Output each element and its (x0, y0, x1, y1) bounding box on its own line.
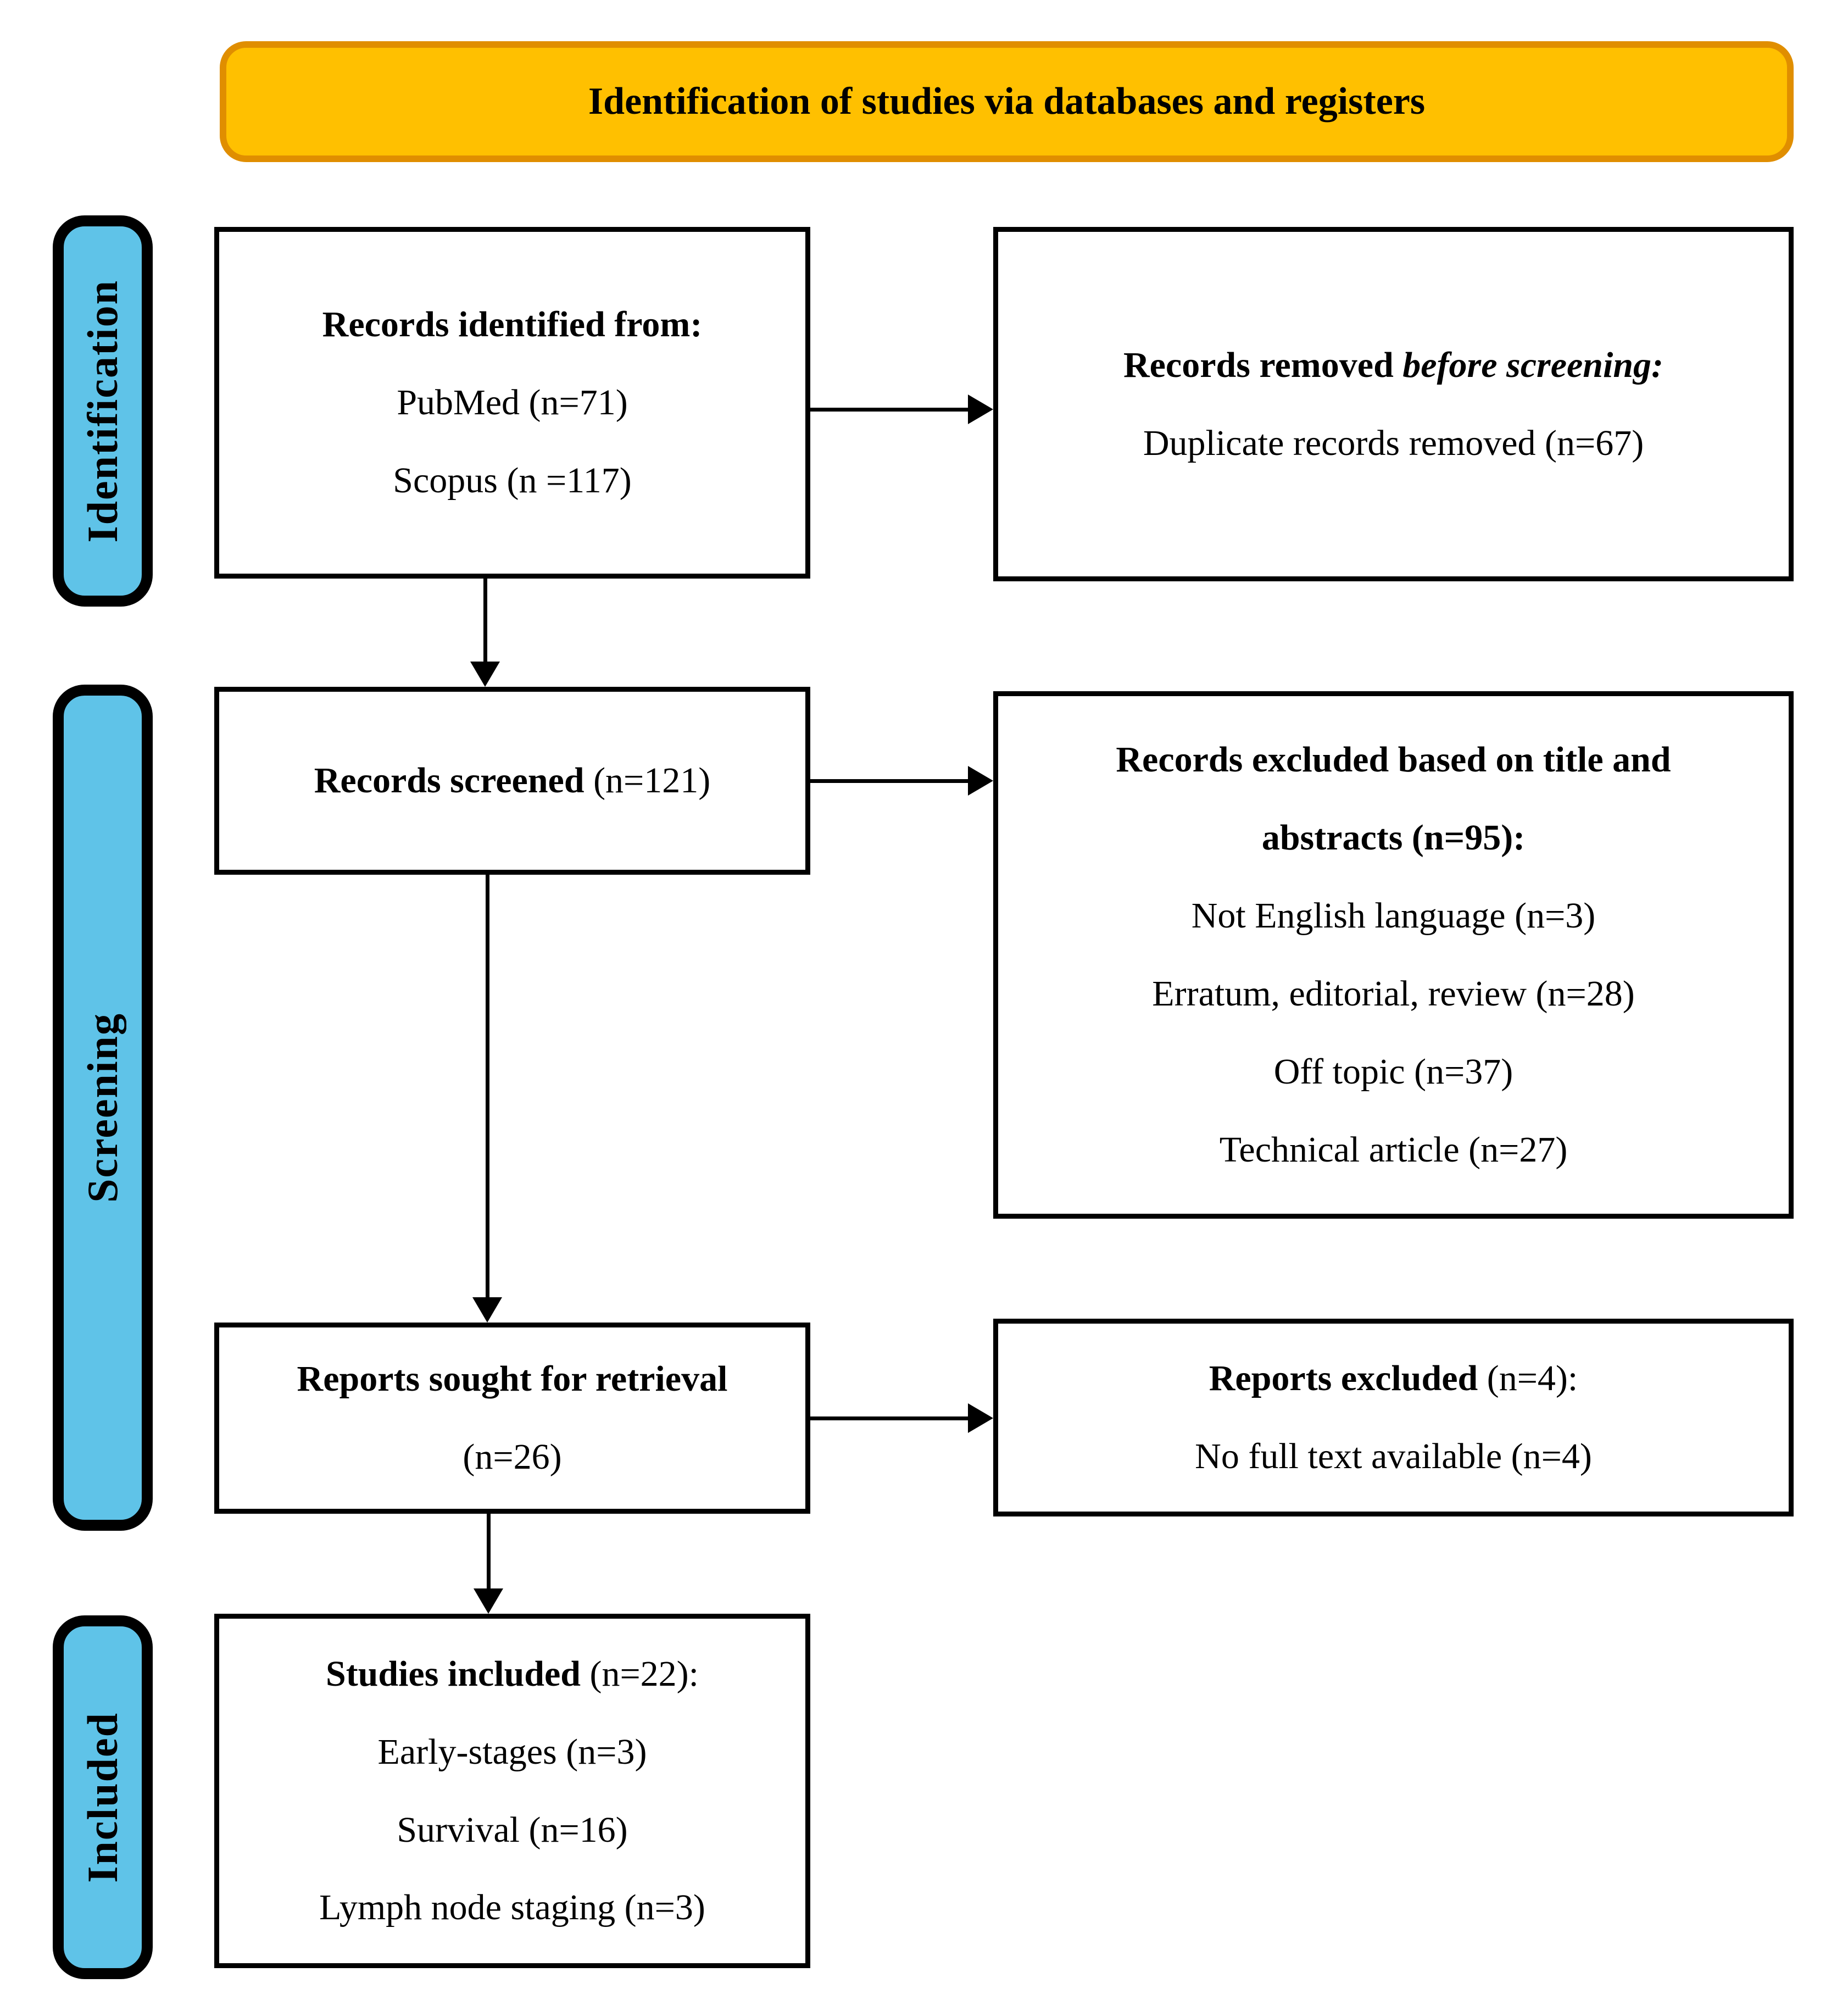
records-screened-heading: Records screened (n=121) (314, 760, 711, 801)
reports-sought-heading: Reports sought for retrieval (297, 1359, 728, 1399)
records-excluded-item-offtopic: Off topic (n=37) (1273, 1051, 1513, 1092)
records-removed-heading: Records removed before screening: (1123, 345, 1664, 385)
arrowhead-right-icon (968, 766, 993, 796)
box-reports-excluded: Reports excluded (n=4): No full text ava… (993, 1319, 1794, 1516)
records-excluded-item-erratum: Erratum, editorial, review (n=28) (1152, 974, 1635, 1014)
reports-excluded-heading: Reports excluded (n=4): (1209, 1358, 1578, 1399)
arrowhead-down-icon (470, 662, 500, 687)
box-records-excluded: Records excluded based on title and abst… (993, 691, 1794, 1219)
arrow-screened-to-excluded (810, 766, 993, 796)
arrow-identified-to-removed (810, 395, 993, 424)
records-removed-item-duplicates: Duplicate records removed (n=67) (1143, 423, 1644, 463)
arrow-shaft (810, 1416, 969, 1420)
box-records-removed: Records removed before screening: Duplic… (993, 227, 1794, 581)
banner-title: Identification of studies via databases … (588, 80, 1426, 123)
box-records-screened: Records screened (n=121) (214, 687, 810, 875)
banner: Identification of studies via databases … (220, 41, 1794, 162)
box-reports-sought: Reports sought for retrieval (n=26) (214, 1323, 810, 1514)
records-excluded-heading-line2: abstracts (n=95): (1261, 818, 1526, 858)
stage-label-identification: Identification (79, 279, 126, 543)
arrow-shaft (483, 579, 487, 663)
arrow-shaft (810, 407, 969, 412)
studies-included-item-lymphnode: Lymph node staging (n=3) (319, 1887, 705, 1928)
studies-included-item-survival: Survival (n=16) (397, 1809, 628, 1850)
reports-excluded-item-nofulltext: No full text available (n=4) (1195, 1436, 1592, 1476)
box-records-identified: Records identified from: PubMed (n=71) S… (214, 227, 810, 579)
arrowhead-down-icon (474, 1588, 503, 1614)
arrow-identified-to-screened (470, 579, 500, 687)
records-excluded-item-technical: Technical article (n=27) (1219, 1129, 1568, 1170)
studies-included-heading: Studies included (n=22): (325, 1653, 699, 1694)
records-identified-item-scopus: Scopus (n =117) (393, 460, 632, 501)
stage-tab-included: Included (53, 1615, 153, 1979)
reports-sought-count: (n=26) (463, 1437, 562, 1477)
arrowhead-down-icon (472, 1297, 502, 1323)
records-excluded-heading-line1: Records excluded based on title and (1116, 740, 1671, 780)
box-studies-included: Studies included (n=22): Early-stages (n… (214, 1614, 810, 1968)
stage-label-screening: Screening (79, 1013, 126, 1203)
records-identified-item-pubmed: PubMed (n=71) (397, 382, 628, 423)
arrow-sought-to-included (474, 1514, 503, 1614)
stage-tab-screening: Screening (53, 685, 153, 1531)
arrow-shaft (485, 875, 489, 1298)
arrow-shaft (486, 1514, 491, 1590)
records-identified-heading: Records identified from: (322, 304, 703, 345)
arrowhead-right-icon (968, 1403, 993, 1433)
stage-label-included: Included (79, 1712, 126, 1883)
arrow-sought-to-reports-excluded (810, 1403, 993, 1433)
arrowhead-right-icon (968, 395, 993, 424)
arrow-shaft (810, 779, 969, 783)
arrow-screened-to-sought (472, 875, 502, 1323)
records-excluded-item-language: Not English language (n=3) (1191, 896, 1596, 936)
studies-included-item-earlystages: Early-stages (n=3) (377, 1731, 647, 1772)
stage-tab-identification: Identification (53, 215, 153, 607)
